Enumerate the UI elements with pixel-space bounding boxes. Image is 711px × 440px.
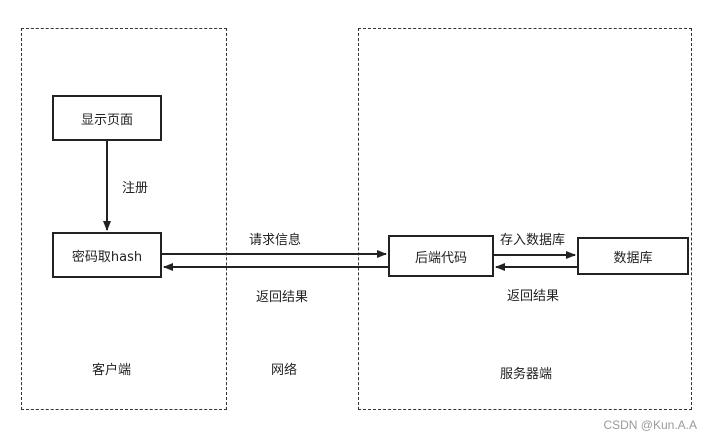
client-region <box>21 28 227 410</box>
display-page-label: 显示页面 <box>80 112 133 128</box>
backend-code-node: 后端代码 <box>388 235 494 277</box>
backend-code-label: 后端代码 <box>414 250 467 266</box>
server-region <box>358 28 692 410</box>
register-edge-label: 注册 <box>122 181 149 196</box>
password-hash-label: 密码取hash <box>71 249 143 265</box>
database-label: 数据库 <box>613 250 653 266</box>
store-db-edge-label: 存入数据库 <box>500 233 566 248</box>
server-region-label: 服务器端 <box>500 367 553 382</box>
return-result-db-edge-label: 返回结果 <box>507 289 560 304</box>
return-result-client-edge-label: 返回结果 <box>256 290 309 305</box>
password-hash-node: 密码取hash <box>52 232 162 278</box>
database-node: 数据库 <box>577 237 689 275</box>
client-region-label: 客户端 <box>92 363 132 378</box>
request-info-edge-label: 请求信息 <box>249 233 302 248</box>
watermark: CSDN @Kun.A.A <box>603 418 697 432</box>
network-label: 网络 <box>271 363 298 378</box>
display-page-node: 显示页面 <box>52 95 162 141</box>
